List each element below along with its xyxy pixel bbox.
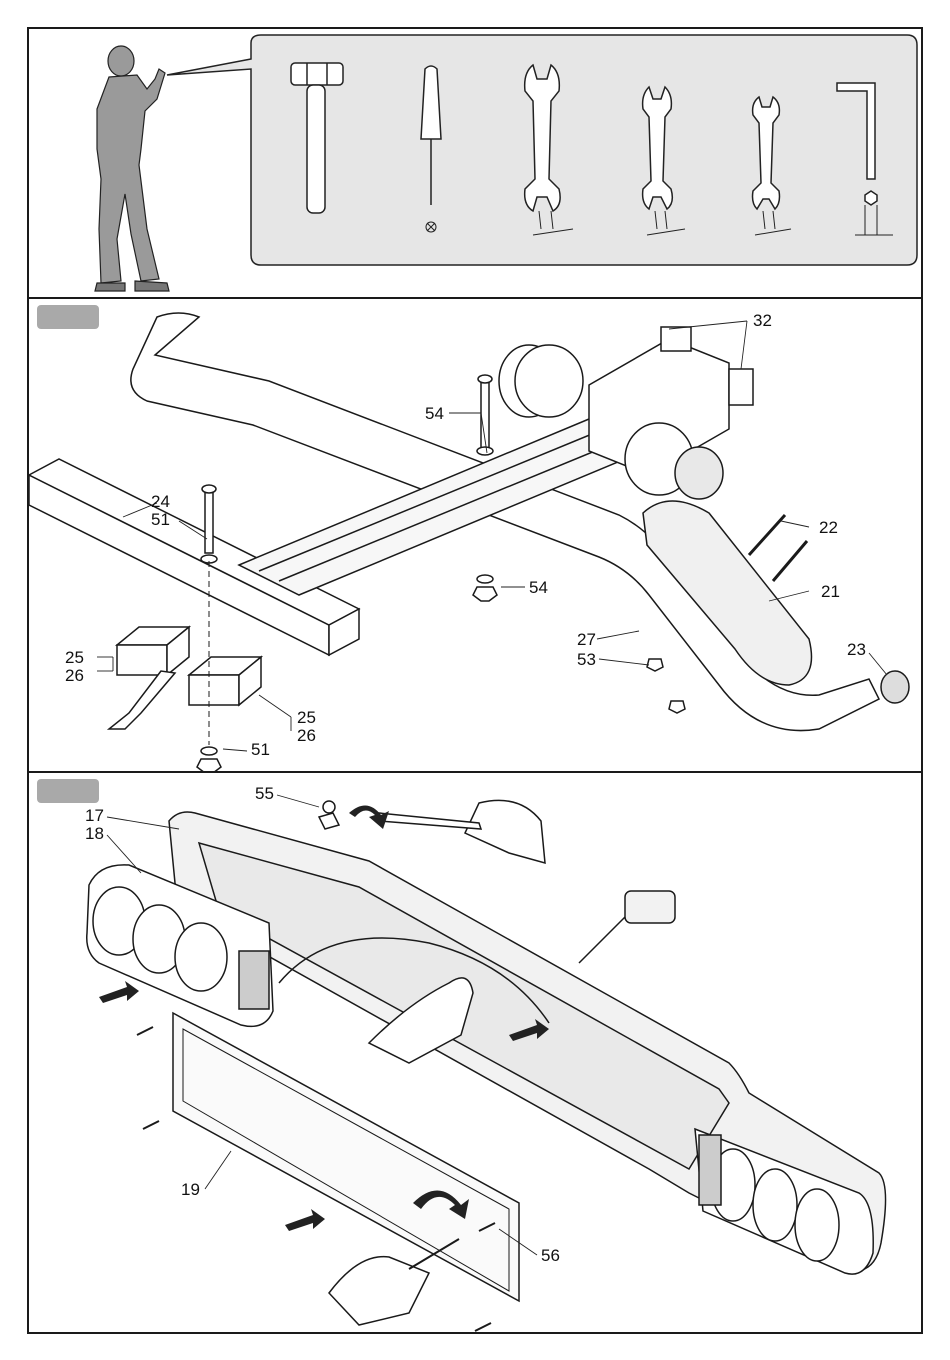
washer-54: [477, 575, 493, 583]
bracket-25-26: [109, 627, 261, 729]
callout-23: 23: [847, 640, 866, 659]
callout-27: 27: [577, 630, 596, 649]
callout-51-top: 51: [151, 510, 170, 529]
tools-panel: [27, 27, 923, 299]
screw-56: [137, 1027, 153, 1035]
insert-arrow-icon: [285, 1209, 325, 1231]
lights-illustration: 55 17 18 19 56: [29, 773, 925, 1336]
callout-17: 17: [85, 806, 104, 825]
hand-with-wrench: [465, 800, 545, 863]
bolt-51: [205, 489, 213, 553]
bolt-22: [749, 515, 785, 555]
screw-55: [323, 801, 335, 813]
callout-26-right: 26: [297, 726, 316, 745]
nut-53: [647, 659, 663, 671]
person-body: [97, 69, 165, 283]
callout-51-bottom: 51: [251, 740, 270, 759]
mounting-panel: 32 54 22 24 51 21 23 27 53 25 26 54 25 2…: [27, 297, 923, 773]
person-head: [108, 46, 134, 76]
trailer-plug-connector: [625, 891, 675, 923]
callout-22: 22: [819, 518, 838, 537]
callout-53: 53: [577, 650, 596, 669]
callout-55: 55: [255, 784, 274, 803]
callout-25-left: 25: [65, 648, 84, 667]
nut-54: [473, 587, 497, 601]
rotate-arrow-icon: [349, 805, 389, 829]
callout-18: 18: [85, 824, 104, 843]
callout-54-top: 54: [425, 404, 444, 423]
callout-56: 56: [541, 1246, 560, 1265]
callout-25-right: 25: [297, 708, 316, 727]
callout-26-left: 26: [65, 666, 84, 685]
callout-21: 21: [821, 582, 840, 601]
tools-illustration: [29, 29, 925, 301]
person-figure: [95, 46, 169, 291]
end-cap-23: [881, 671, 909, 703]
callout-24: 24: [151, 492, 170, 511]
insert-arrow-icon: [99, 981, 139, 1003]
callout-19: 19: [181, 1180, 200, 1199]
callout-54-bottom: 54: [529, 578, 548, 597]
callout-32: 32: [753, 311, 772, 330]
lights-panel: 55 17 18 19 56: [27, 771, 923, 1334]
mounting-illustration: 32 54 22 24 51 21 23 27 53 25 26 54 25 2…: [29, 299, 925, 775]
